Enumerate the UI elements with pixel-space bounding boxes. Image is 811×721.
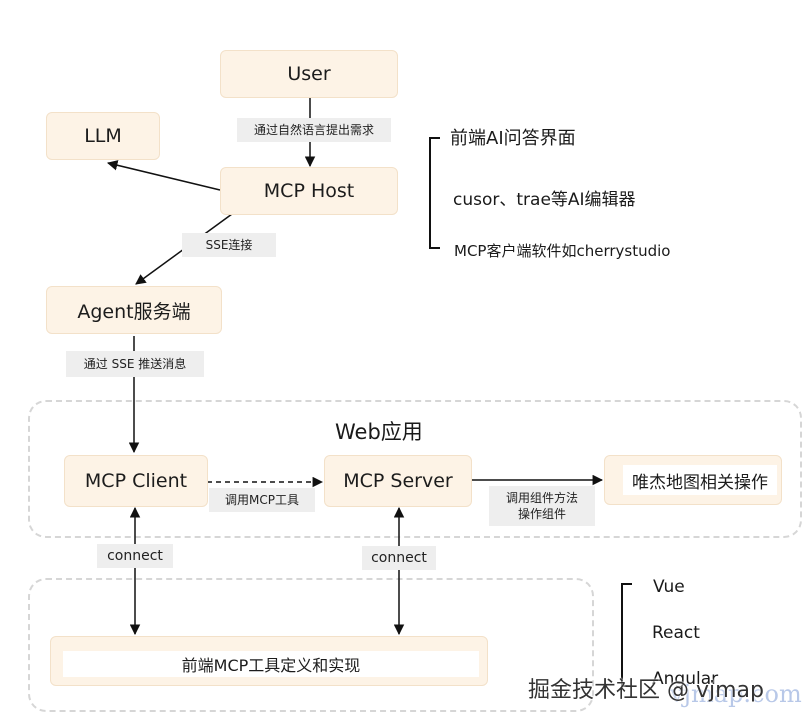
watermark-text: 掘金技术社区 @ vjmap xyxy=(528,678,764,703)
mcp-host-node: MCP Host xyxy=(220,167,398,215)
sse-connect-label: SSE连接 xyxy=(182,233,276,257)
web-app-region xyxy=(28,400,802,538)
framework-vue: Vue xyxy=(653,577,685,597)
frontend-region xyxy=(28,578,594,712)
llm-node: LLM xyxy=(46,112,160,160)
user-to-host-label: 通过自然语言提出需求 xyxy=(237,118,391,142)
frontend-tools-label: 前端MCP工具定义和实现 xyxy=(63,651,479,677)
call-component-line2: 操作组件 xyxy=(517,507,566,521)
mcp-client-node: MCP Client xyxy=(64,455,208,507)
user-node: User xyxy=(220,50,398,98)
host-to-llm-arrow xyxy=(106,160,221,191)
sse-push-label: 通过 SSE 推送消息 xyxy=(66,351,204,377)
frontend-tools-node: 前端MCP工具定义和实现 xyxy=(50,636,488,686)
watermark-url: vjmap.com xyxy=(670,680,802,708)
map-ops-node: 唯杰地图相关操作 xyxy=(604,455,782,505)
call-tool-label: 调用MCP工具 xyxy=(209,488,315,512)
map-ops-label: 唯杰地图相关操作 xyxy=(623,465,777,495)
host-example-2: cusor、trae等AI编辑器 xyxy=(453,190,636,210)
host-example-1: 前端AI问答界面 xyxy=(450,128,576,149)
agent-server-node: Agent服务端 xyxy=(46,286,222,334)
host-examples-brace xyxy=(429,137,440,249)
host-example-3: MCP客户端软件如cherrystudio xyxy=(454,242,671,260)
framework-react: React xyxy=(652,623,700,643)
web-app-title: Web应用 xyxy=(335,420,423,444)
connect-right-label: connect xyxy=(362,546,436,570)
frameworks-brace xyxy=(621,583,632,687)
framework-angular: Angular xyxy=(652,669,719,689)
call-component-label: 调用组件方法 操作组件 xyxy=(489,486,595,526)
call-component-line1: 调用组件方法 xyxy=(505,490,578,505)
connect-left-label: connect xyxy=(97,544,173,568)
mcp-server-node: MCP Server xyxy=(324,455,472,507)
